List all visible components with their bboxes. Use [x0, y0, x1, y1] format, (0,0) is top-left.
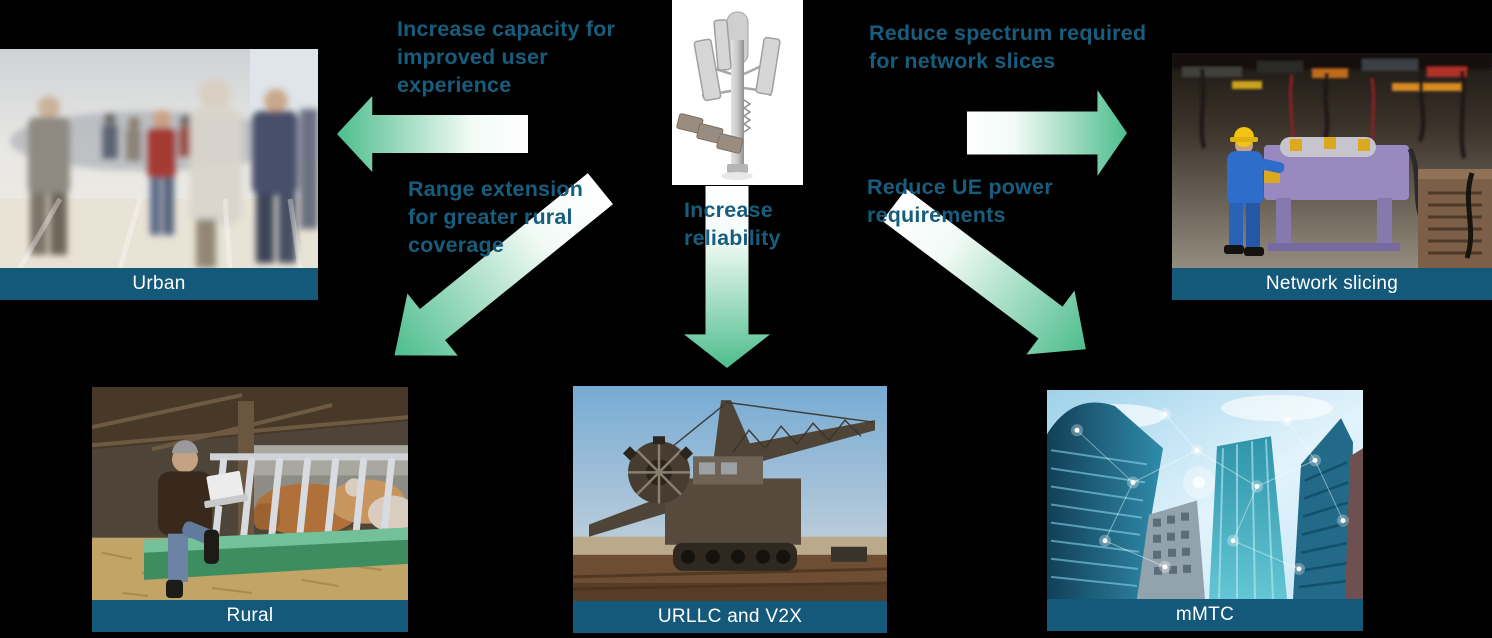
- mmtc-photo: [1047, 390, 1363, 599]
- excavator-illustration: [573, 386, 887, 601]
- arrow-right-to-network-slicing-icon: [967, 90, 1127, 176]
- use-case-card-urban: Urban: [0, 49, 318, 300]
- urban-crowd-illustration: [0, 49, 318, 268]
- skyscrapers-illustration: [1047, 390, 1363, 599]
- caption-rural: Rural: [92, 600, 408, 632]
- arrow-left-to-urban-icon: [337, 96, 528, 172]
- barn-farmer-illustration: [92, 387, 408, 600]
- network-slicing-photo: [1172, 53, 1492, 268]
- label-range-extension: Range extension for greater rural covera…: [408, 177, 584, 257]
- use-case-card-mmtc: mMTC: [1047, 390, 1363, 631]
- use-case-card-rural: Rural: [92, 387, 408, 632]
- label-increase-reliability: Increase reliability: [684, 198, 781, 250]
- label-reduce-ue-power: Reduce UE power requirements: [867, 175, 1053, 227]
- use-case-card-urllc-v2x: URLLC and V2X: [573, 386, 887, 633]
- label-increase-capacity: Increase capacity for improved user expe…: [397, 17, 616, 97]
- urban-photo: [0, 49, 318, 268]
- caption-mmtc: mMTC: [1047, 599, 1363, 631]
- caption-urllc-v2x: URLLC and V2X: [573, 601, 887, 633]
- base-station-image: [672, 0, 803, 185]
- label-reduce-spectrum: Reduce spectrum required for network sli…: [869, 21, 1147, 73]
- urllc-v2x-photo: [573, 386, 887, 601]
- use-case-card-network-slicing: Network slicing: [1172, 53, 1492, 300]
- rural-photo: [92, 387, 408, 600]
- base-station-tower-icon: [672, 0, 803, 185]
- caption-network-slicing: Network slicing: [1172, 268, 1492, 300]
- factory-illustration: [1172, 53, 1492, 268]
- caption-urban: Urban: [0, 268, 318, 300]
